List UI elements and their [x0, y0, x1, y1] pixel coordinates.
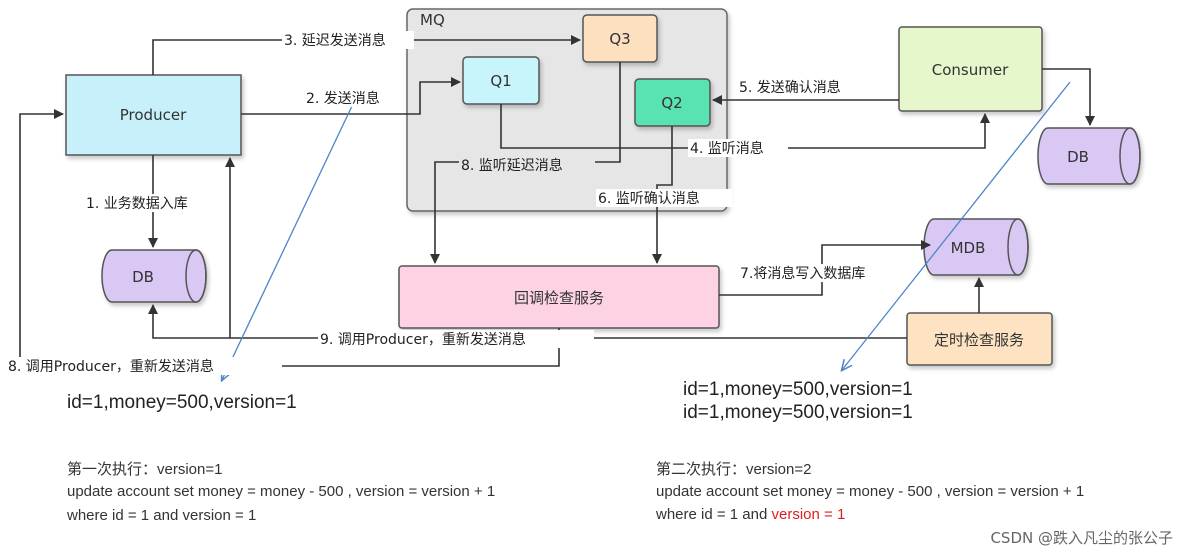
edge-9-db	[148, 304, 230, 339]
edge-2-send	[241, 77, 461, 115]
db-right-label: DB	[1067, 148, 1089, 166]
edge-3-delayed-send	[152, 35, 581, 75]
watermark: CSDN @跌入凡尘的张公子	[990, 529, 1173, 547]
mq-label: MQ	[420, 11, 445, 29]
first-exec-title: 第一次执行：version=1	[67, 461, 223, 478]
q1-label: Q1	[490, 72, 511, 90]
right-record-text-2: id=1,money=500,version=1	[683, 402, 913, 423]
consumer-node: Consumer	[898, 26, 1043, 112]
edge-label-7: 7.将消息写入数据库	[740, 265, 865, 282]
edge-label-6: 6. 监听确认消息	[598, 190, 700, 207]
db-right-node: DB	[1037, 127, 1141, 185]
producer-label: Producer	[120, 106, 187, 124]
second-exec-sql-2: where id = 1 and version = 1	[656, 506, 845, 523]
edge-label-2: 2. 发送消息	[306, 90, 380, 107]
timer-service-node: 定时检查服务	[906, 312, 1053, 366]
second-exec-sql-2-highlight: version = 1	[771, 506, 846, 523]
edge-label-4: 4. 监听消息	[690, 140, 764, 157]
annotation-line-right	[842, 81, 1071, 370]
second-exec-sql-2-prefix: where id = 1 and	[656, 506, 772, 523]
db-left-label: DB	[132, 268, 154, 286]
first-exec-sql-2: where id = 1 and version = 1	[67, 507, 257, 524]
edge-label-8-resend: 8. 调用Producer，重新发送消息	[8, 358, 214, 375]
edge-label-1: 1. 业务数据入库	[86, 196, 188, 212]
q3-label: Q3	[609, 30, 630, 48]
q2-label: Q2	[661, 94, 682, 112]
mdb-label: MDB	[951, 239, 986, 257]
db-left-node: DB	[101, 249, 207, 303]
edge-label-8-listen: 8. 监听延迟消息	[461, 157, 563, 174]
q2-node: Q2	[634, 78, 711, 127]
second-exec-title: 第二次执行：version=2	[656, 461, 812, 478]
callback-service-node: 回调检查服务	[398, 265, 720, 329]
edge-label-5: 5. 发送确认消息	[739, 79, 841, 96]
edge-label-9: 9. 调用Producer，重新发送消息	[320, 331, 526, 348]
q1-node: Q1	[462, 56, 540, 105]
right-record-text-1: id=1,money=500,version=1	[683, 379, 913, 400]
producer-node: Producer	[65, 74, 242, 156]
second-exec-sql-1: update account set money = money - 500 ,…	[656, 483, 1085, 500]
consumer-label: Consumer	[932, 61, 1009, 79]
left-record-text: id=1,money=500,version=1	[67, 392, 297, 413]
callback-service-label: 回调检查服务	[514, 289, 604, 307]
annotation-line-left	[222, 105, 353, 380]
edge-label-3: 3. 延迟发送消息	[284, 32, 386, 49]
q3-node: Q3	[582, 14, 658, 63]
first-exec-sql-1: update account set money = money - 500 ,…	[67, 483, 496, 500]
timer-service-label: 定时检查服务	[934, 331, 1024, 349]
edge-6-listen-confirm	[652, 126, 673, 264]
edge-consumer-db	[1042, 68, 1095, 126]
